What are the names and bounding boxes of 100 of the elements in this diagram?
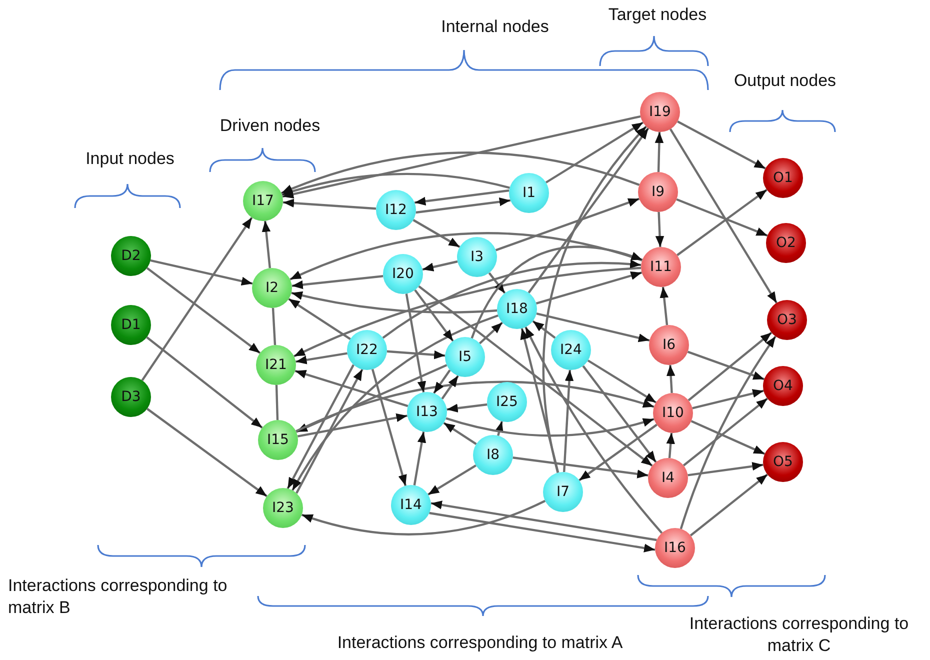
arrow	[286, 364, 354, 490]
arrow	[520, 328, 560, 473]
arrow	[433, 369, 451, 394]
node-label: I17	[252, 193, 274, 209]
arrow	[428, 464, 476, 496]
arrow	[441, 375, 459, 400]
internal-node	[551, 330, 591, 370]
group-label: Output nodes	[732, 70, 838, 92]
arrow	[654, 132, 664, 172]
node-label: I5	[458, 349, 472, 365]
internal-node	[487, 382, 527, 422]
target-node	[648, 458, 688, 498]
group-label: Interactions corresponding to matrix C	[688, 613, 910, 657]
arrow	[690, 420, 766, 455]
arrow	[676, 188, 768, 256]
node-label: I21	[265, 357, 287, 373]
arrow	[371, 368, 407, 486]
arrow	[288, 298, 351, 340]
arrow	[282, 115, 641, 198]
arrow	[292, 314, 498, 491]
target-node	[638, 172, 678, 212]
arrow	[290, 232, 642, 280]
arrow	[429, 512, 656, 552]
arrow	[582, 365, 657, 463]
internal-node	[543, 472, 583, 512]
node-label: I22	[356, 342, 378, 358]
driven-node	[243, 181, 283, 221]
arrow	[296, 364, 448, 433]
driven-node	[263, 488, 303, 528]
target-node	[655, 528, 695, 568]
arrow	[430, 500, 657, 542]
output-node	[763, 158, 803, 198]
target-node	[649, 325, 689, 365]
arrow	[536, 271, 642, 304]
target-node	[641, 247, 681, 287]
arrow	[563, 370, 574, 472]
node-label: I18	[506, 301, 528, 317]
arrow	[418, 285, 653, 467]
arrow	[382, 260, 642, 339]
group-label: Interactions corresponding to matrix A	[336, 632, 624, 654]
arrow	[676, 198, 768, 237]
node-label: O3	[777, 312, 797, 328]
arrow	[146, 408, 268, 498]
output-node	[767, 300, 807, 340]
internal-node	[383, 254, 423, 294]
node-label: I16	[664, 540, 686, 556]
internal-node	[347, 330, 387, 370]
arrow	[446, 403, 488, 413]
node-label: I19	[649, 104, 671, 120]
internal-node	[407, 392, 447, 432]
node-label: O1	[773, 170, 793, 186]
arrow	[282, 172, 510, 196]
arrow	[282, 198, 376, 210]
node-label: I7	[556, 484, 570, 500]
node-label: O5	[773, 454, 793, 470]
arrow	[296, 380, 654, 432]
node-label: D1	[121, 317, 141, 333]
output-node	[763, 442, 803, 482]
arrow	[301, 500, 546, 536]
arrow	[291, 291, 498, 314]
arrow	[296, 368, 364, 494]
arrow	[578, 424, 658, 482]
group-label: Input nodes	[84, 148, 176, 170]
internal-node	[376, 190, 416, 230]
node-label: I6	[662, 337, 676, 353]
internal-node	[457, 237, 497, 277]
arrow	[298, 413, 408, 438]
node-label: I1	[522, 185, 536, 201]
node-label: I24	[560, 342, 582, 358]
driven-node	[258, 420, 298, 460]
arrow	[680, 336, 776, 530]
node-label: D3	[121, 389, 141, 405]
output-node	[766, 223, 806, 263]
group-label: Driven nodes	[218, 115, 322, 137]
arrow	[660, 286, 669, 326]
arrow	[542, 126, 648, 473]
arrow	[666, 432, 676, 458]
arrow	[687, 350, 765, 380]
target-node	[640, 92, 680, 132]
arrow	[488, 272, 506, 294]
node-label: I8	[486, 447, 500, 463]
arrow	[405, 294, 426, 392]
arrow	[414, 289, 454, 342]
internal-node	[509, 173, 549, 213]
arrow	[528, 128, 650, 294]
node-label: I10	[662, 405, 684, 421]
arrow	[495, 198, 640, 252]
arrow	[141, 216, 253, 382]
arrow	[412, 219, 460, 248]
node-label: I25	[496, 394, 518, 410]
node-label: I14	[400, 497, 422, 513]
node-label: O2	[776, 235, 796, 251]
node-label: I4	[661, 470, 675, 486]
internal-node	[473, 435, 513, 475]
arrow	[443, 422, 477, 446]
arrow	[413, 432, 426, 486]
node-label: I9	[651, 184, 665, 200]
arrow	[386, 350, 446, 360]
arrow	[666, 364, 676, 394]
group-label: Interactions corresponding to matrix B	[8, 575, 228, 619]
